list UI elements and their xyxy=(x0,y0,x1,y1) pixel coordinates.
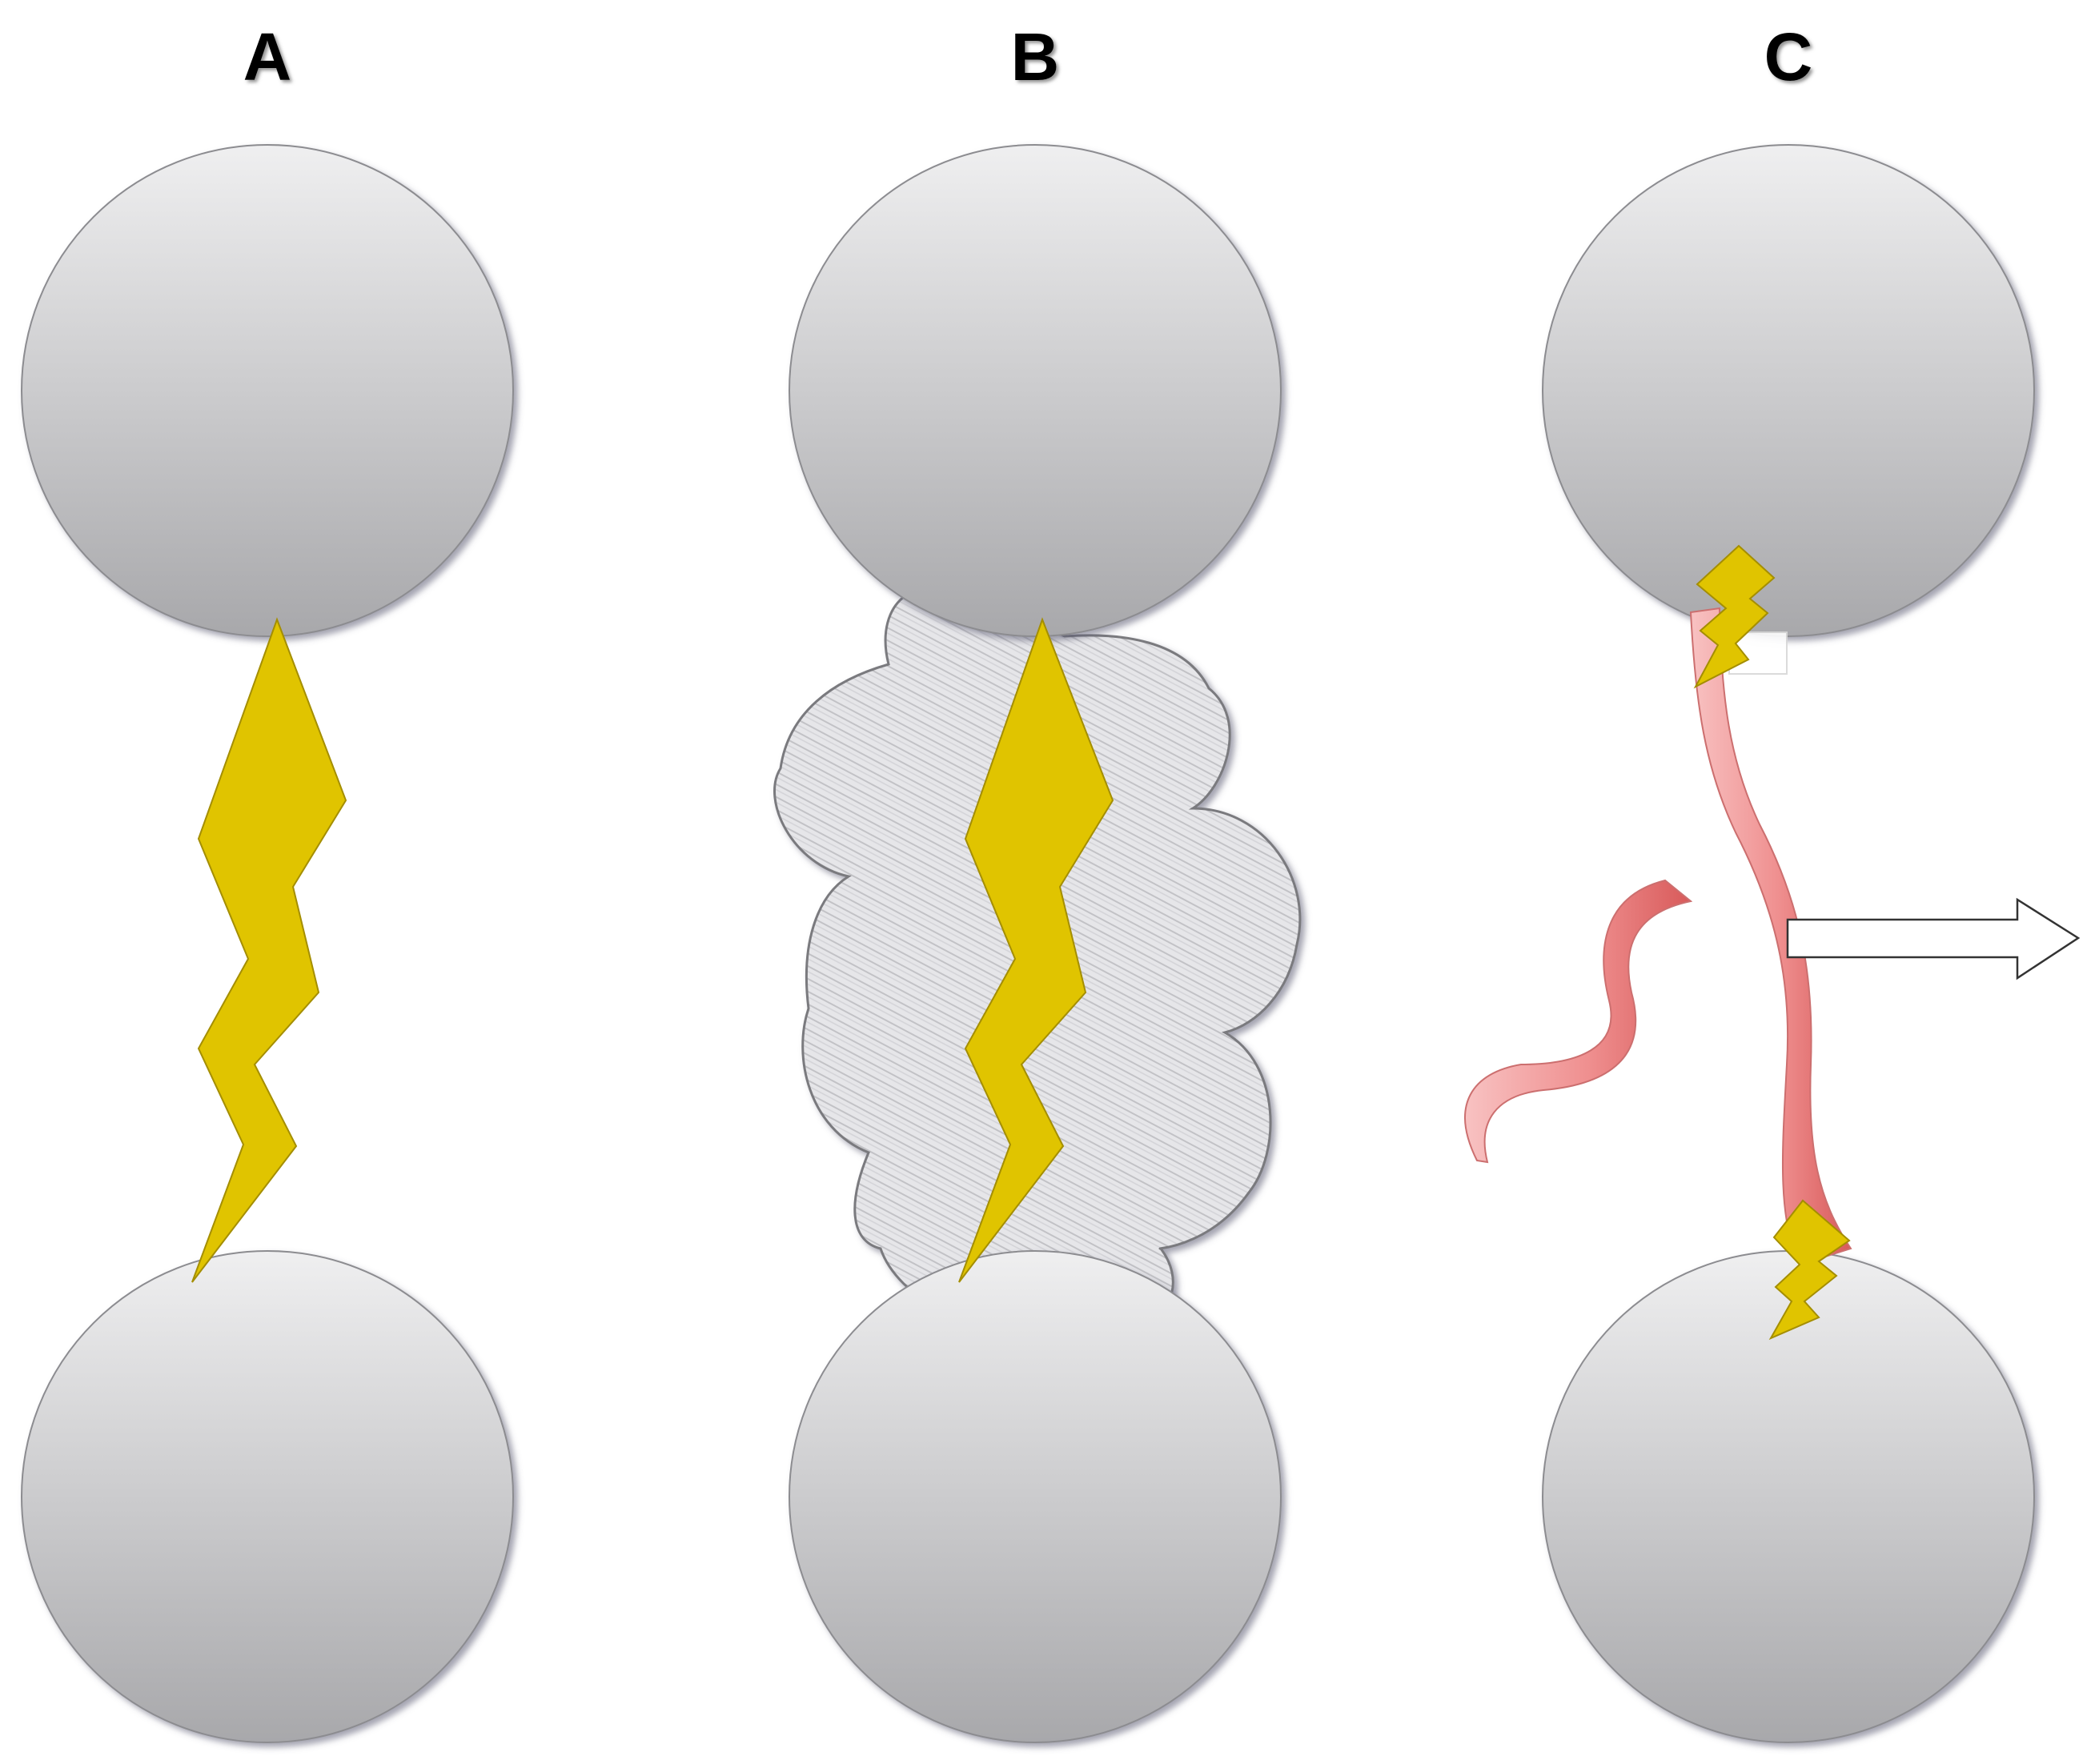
sphere-icon xyxy=(789,144,1282,637)
lightning-bolt-icon xyxy=(958,617,1114,1283)
right-arrow-icon xyxy=(1786,897,2081,980)
panel-b xyxy=(773,144,1302,1743)
sphere-icon xyxy=(21,144,514,637)
lightning-bolt-icon xyxy=(1768,1199,1851,1341)
sphere-icon xyxy=(21,1250,514,1743)
lightning-bolt-icon xyxy=(1693,544,1776,689)
panel-a xyxy=(21,144,514,1743)
panel-label-a: A xyxy=(243,19,292,94)
panel-label-c: C xyxy=(1764,19,1813,94)
lightning-bolt-icon xyxy=(191,617,347,1283)
sphere-icon xyxy=(789,1250,1282,1743)
panel-label-b: B xyxy=(1011,19,1060,94)
ribbon-strand-icon xyxy=(1464,879,1693,1164)
sphere-icon xyxy=(1542,144,2035,637)
panel-c xyxy=(1464,144,2081,1743)
